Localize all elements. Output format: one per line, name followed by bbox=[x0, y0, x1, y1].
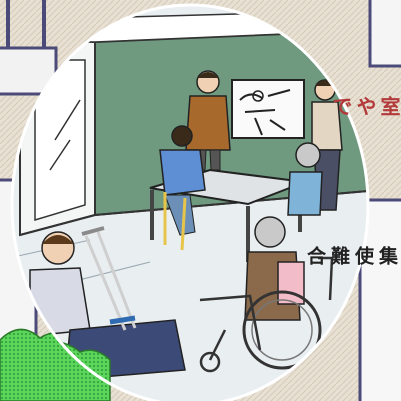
black-char-2: 使 bbox=[352, 246, 374, 267]
black-char-4: 合 bbox=[304, 246, 326, 267]
wheelchair-wheel bbox=[242, 290, 322, 370]
whiteboard bbox=[231, 79, 305, 139]
crutch bbox=[84, 231, 137, 331]
red-char-2: や bbox=[353, 96, 377, 118]
staff-brown-jacket bbox=[185, 70, 231, 171]
black-char-3: 難 bbox=[328, 246, 350, 267]
black-vertical-caption: 集 使 難 合 bbox=[304, 246, 399, 267]
black-char-1: 集 bbox=[376, 246, 398, 267]
resident-grey-hair bbox=[287, 142, 323, 216]
resident-wheelchair bbox=[199, 216, 334, 373]
red-char-3: で bbox=[329, 96, 353, 118]
red-char-1: 室 bbox=[377, 96, 401, 118]
red-vertical-caption: 室 や で bbox=[329, 96, 401, 118]
resident-blue-shirt bbox=[159, 125, 206, 251]
